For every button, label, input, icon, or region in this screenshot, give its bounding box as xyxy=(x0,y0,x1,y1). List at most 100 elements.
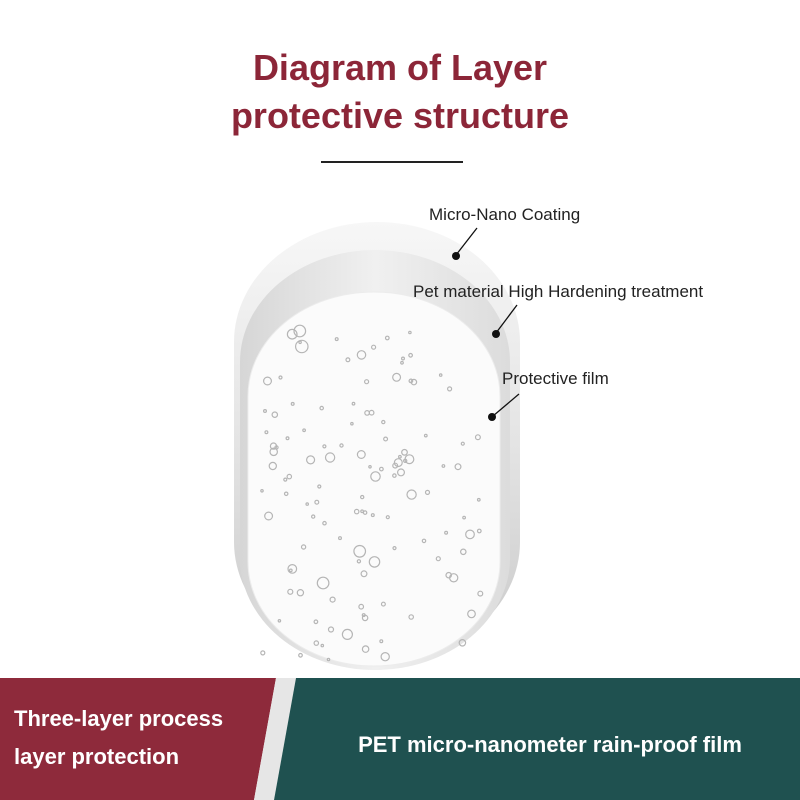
film-callout-dot xyxy=(488,413,496,421)
water-droplet xyxy=(371,344,377,350)
water-droplet xyxy=(296,589,305,597)
water-droplet xyxy=(313,619,319,625)
water-droplet xyxy=(408,330,412,335)
water-droplet xyxy=(458,638,467,647)
water-droplet xyxy=(320,643,325,648)
water-droplet xyxy=(324,452,336,463)
water-droplet xyxy=(438,373,443,377)
water-droplet xyxy=(444,530,449,535)
water-droplet xyxy=(449,573,459,583)
title-line-1: Diagram of Layer xyxy=(252,47,548,88)
water-droplet xyxy=(474,434,481,441)
water-droplet xyxy=(338,536,343,541)
water-droplet xyxy=(311,514,316,519)
water-droplet xyxy=(368,556,381,568)
water-droplet xyxy=(392,473,397,478)
water-droplet xyxy=(364,379,370,385)
water-droplet xyxy=(401,448,408,456)
water-droplet xyxy=(392,462,399,469)
coating-callout-line xyxy=(455,227,478,256)
water-droplet xyxy=(263,376,273,386)
water-droplet xyxy=(283,491,289,497)
protective-film-layer xyxy=(247,291,501,667)
water-droplet xyxy=(326,657,331,662)
water-droplet xyxy=(360,494,365,500)
water-droplet xyxy=(476,497,481,502)
water-droplet xyxy=(293,324,307,338)
water-droplet xyxy=(302,428,307,433)
title-line-2: protective structure xyxy=(230,95,570,136)
water-droplet xyxy=(380,601,386,607)
water-droplet xyxy=(445,571,453,579)
water-droplet xyxy=(316,576,330,590)
water-droplet xyxy=(334,337,339,342)
water-droplet xyxy=(271,411,279,419)
water-droplet xyxy=(361,613,366,618)
water-droplet xyxy=(306,455,316,465)
water-droplet xyxy=(288,568,293,573)
water-droplet xyxy=(397,468,406,477)
water-droplet xyxy=(283,477,288,482)
water-droplet xyxy=(361,645,370,653)
water-droplet xyxy=(313,640,320,646)
water-droplet xyxy=(353,544,367,558)
title-divider xyxy=(321,161,463,163)
film-callout-line xyxy=(492,393,520,417)
banner-right-text: PET micro-nanometer rain-proof film xyxy=(358,732,742,757)
water-droplet xyxy=(260,488,264,493)
water-droplet xyxy=(379,466,384,472)
water-droplet xyxy=(380,652,390,662)
water-droplet xyxy=(384,335,390,341)
water-droplet xyxy=(356,450,366,460)
water-droplet xyxy=(393,458,403,468)
water-droplet xyxy=(403,458,408,463)
water-droplet xyxy=(287,564,298,574)
film-label: Protective film xyxy=(502,369,609,388)
water-droplet xyxy=(286,328,298,340)
water-droplet xyxy=(351,401,356,406)
water-droplet xyxy=(264,430,269,435)
water-droplet xyxy=(285,436,290,441)
water-droplet xyxy=(350,421,354,426)
water-droplet xyxy=(339,443,344,448)
water-droplet xyxy=(476,528,482,534)
water-droplet xyxy=(290,401,295,406)
water-droplet xyxy=(462,515,467,520)
water-droplet xyxy=(370,513,375,518)
water-droplet xyxy=(300,544,307,550)
water-droplet xyxy=(381,419,386,425)
water-droplet xyxy=(322,520,327,526)
water-droplet xyxy=(327,626,335,633)
water-droplet xyxy=(305,502,310,506)
water-droplet xyxy=(319,405,325,411)
water-droplet xyxy=(379,639,384,644)
water-droplet xyxy=(408,614,415,620)
banner-left-panel xyxy=(0,678,276,800)
coating-callout-dot xyxy=(452,252,460,260)
water-droplet xyxy=(358,603,365,610)
water-droplet xyxy=(459,548,467,556)
coating-label: Micro-Nano Coating xyxy=(429,205,581,224)
water-droplet xyxy=(408,378,414,384)
water-droplet xyxy=(398,454,402,459)
water-droplet xyxy=(424,489,431,495)
water-droplet xyxy=(269,447,279,457)
water-droplet xyxy=(268,461,277,471)
water-droplets xyxy=(260,324,484,662)
water-droplet xyxy=(287,588,294,595)
water-droplet xyxy=(329,596,336,603)
water-droplet xyxy=(322,444,327,449)
water-droplet xyxy=(392,545,397,551)
water-droplet xyxy=(400,360,404,365)
water-droplet xyxy=(467,609,476,619)
water-droplet xyxy=(435,556,441,562)
banner-left-line-2: layer protection xyxy=(14,744,180,769)
water-droplet xyxy=(392,372,402,382)
water-droplet xyxy=(263,409,268,414)
banner-left-line-1: Three-layer process xyxy=(14,706,224,731)
banner-left-text: Three-layer process layer protection xyxy=(14,700,264,776)
water-droplet xyxy=(477,590,484,597)
water-droplet xyxy=(385,515,390,520)
water-droplet xyxy=(269,442,278,450)
water-droplet xyxy=(317,484,322,489)
